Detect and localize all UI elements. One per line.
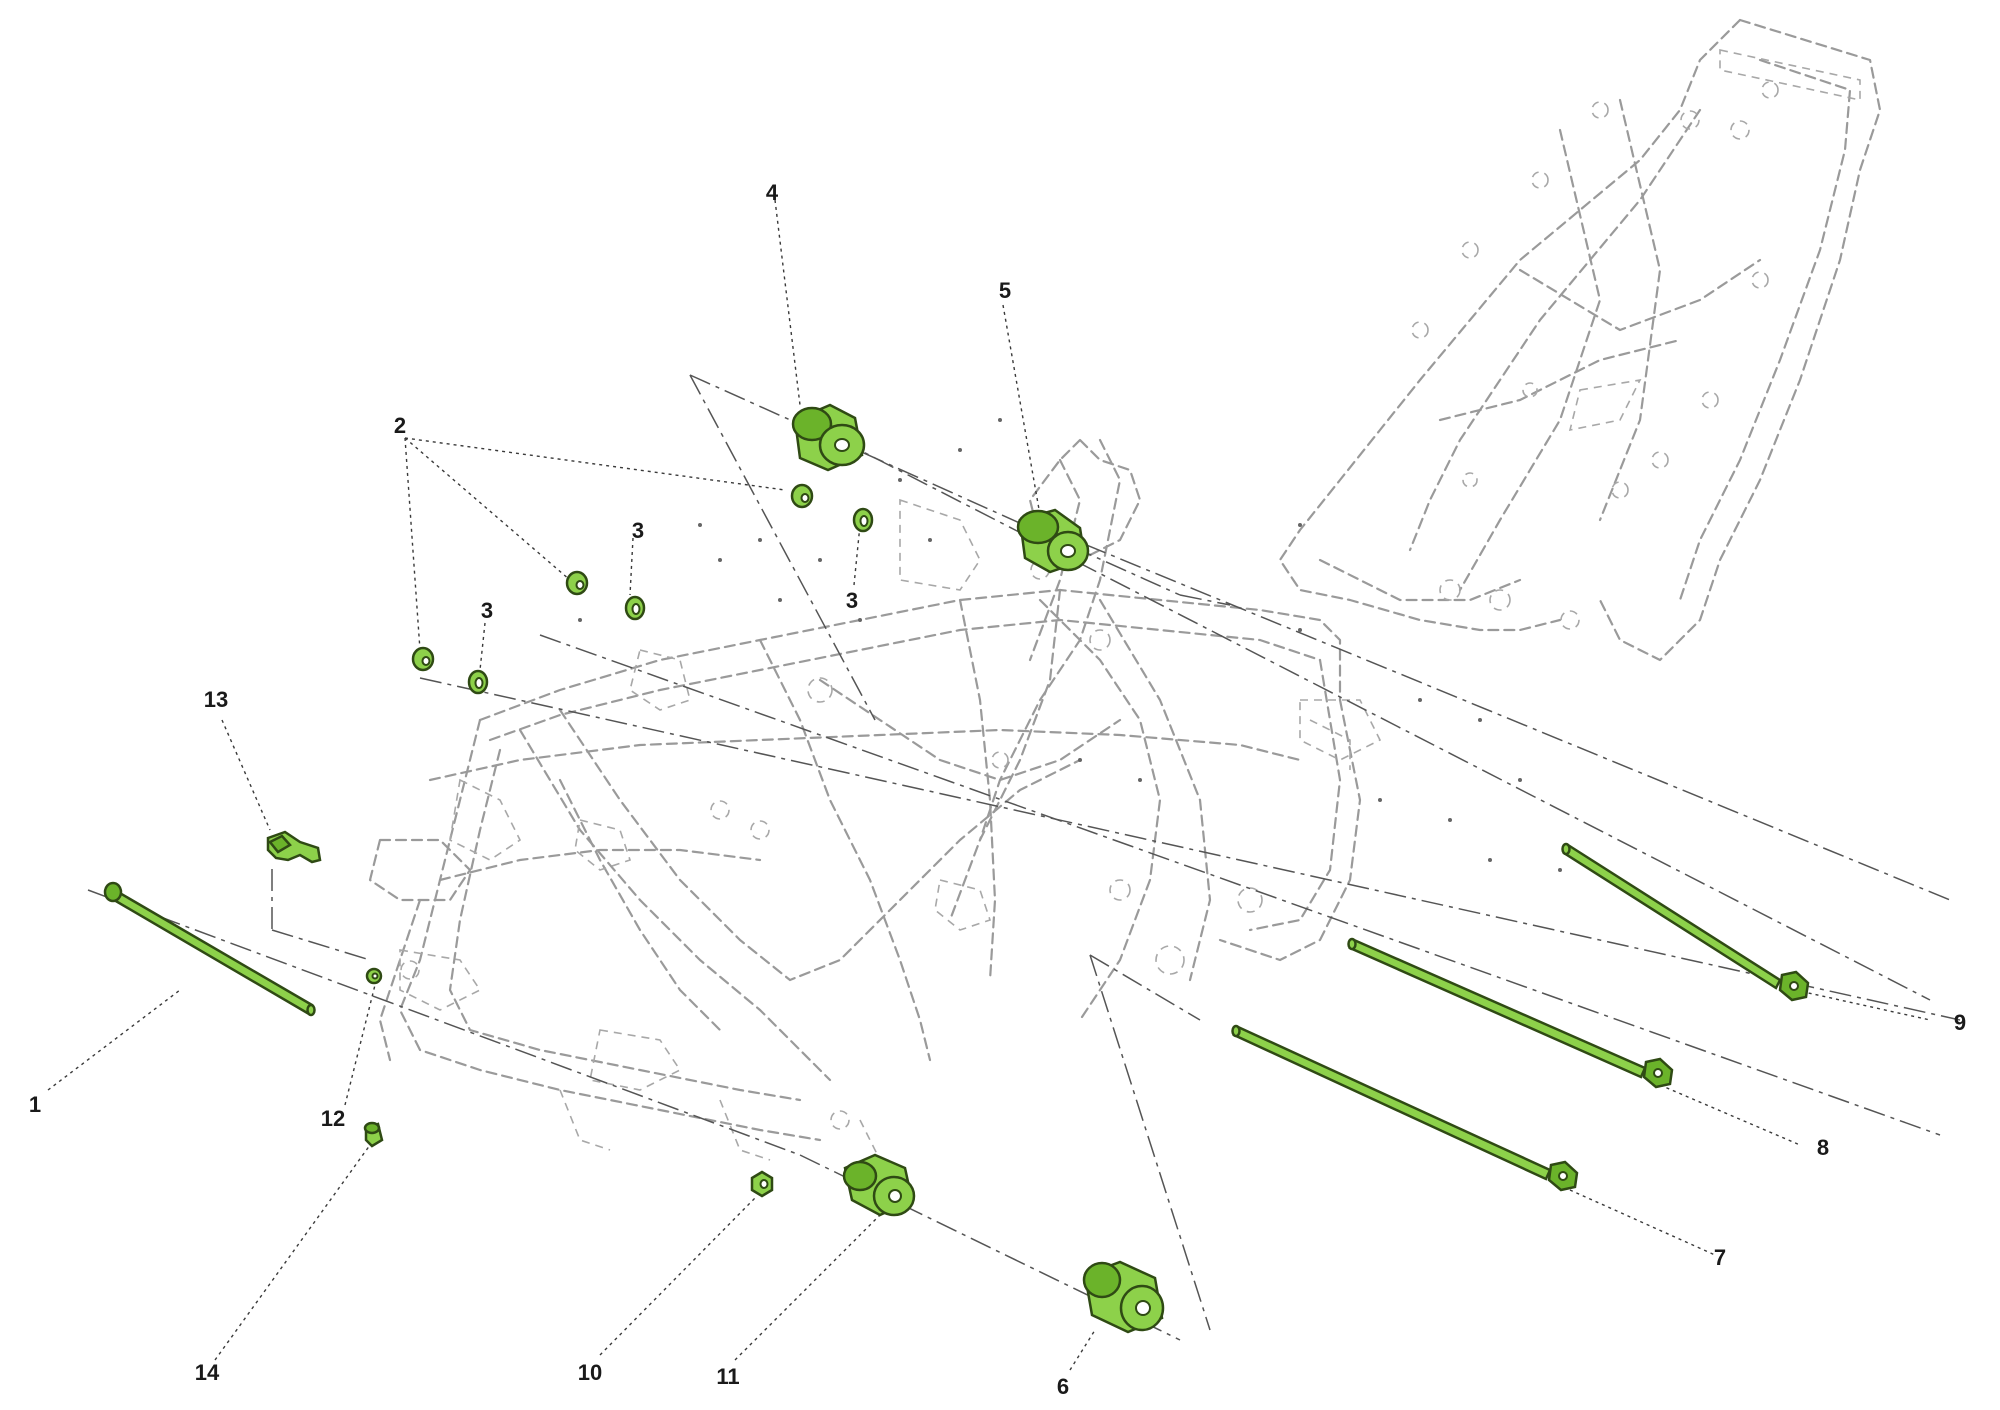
callout-5: 5 <box>999 278 1011 303</box>
callout-11: 11 <box>716 1364 739 1389</box>
part-5-bushing <box>1016 508 1090 574</box>
ghost-dots <box>578 418 1562 872</box>
part-10-nut <box>750 1170 774 1198</box>
part-2-spacer-bottom <box>411 646 435 672</box>
part-4-bushing <box>791 403 866 472</box>
callout-13: 13 <box>204 687 228 712</box>
part-12-washer <box>365 967 383 985</box>
main-frame-outline <box>368 438 1382 1161</box>
callout-1: 1 <box>29 1092 41 1117</box>
callout-2: 2 <box>394 413 406 438</box>
callout-3-right: 3 <box>846 588 858 613</box>
part-11-bushing <box>842 1153 916 1217</box>
callout-12: 12 <box>321 1106 345 1131</box>
part-1-bolt <box>103 881 316 1017</box>
callout-8: 8 <box>1817 1135 1829 1160</box>
callout-7: 7 <box>1714 1245 1726 1270</box>
callout-6: 6 <box>1057 1374 1069 1399</box>
callout-14: 14 <box>195 1360 220 1385</box>
part-3-washer-right <box>852 507 874 533</box>
part-6-bushing <box>1082 1260 1165 1334</box>
callout-3-middle: 3 <box>632 518 644 543</box>
callout-labels: 1 2 3 3 3 4 5 6 7 8 9 10 11 12 13 14 <box>29 180 1966 1399</box>
rear-subframe-outline <box>1278 18 1882 662</box>
part-8-bolt <box>1347 937 1674 1089</box>
part-2-spacer-top <box>790 483 814 509</box>
callout-3-left: 3 <box>481 598 493 623</box>
callout-9: 9 <box>1954 1010 1966 1035</box>
callout-4: 4 <box>766 180 779 205</box>
callout-10: 10 <box>578 1360 602 1385</box>
part-14-screw <box>363 1121 384 1148</box>
part-3-washer-left <box>467 669 489 695</box>
part-13-bracket <box>266 830 322 864</box>
part-2-spacer-middle <box>565 570 589 596</box>
part-7-bolt <box>1231 1024 1579 1192</box>
leader-lines <box>47 199 1931 1371</box>
part-9-bolt <box>1561 842 1810 1002</box>
part-3-washer-middle <box>624 595 646 621</box>
